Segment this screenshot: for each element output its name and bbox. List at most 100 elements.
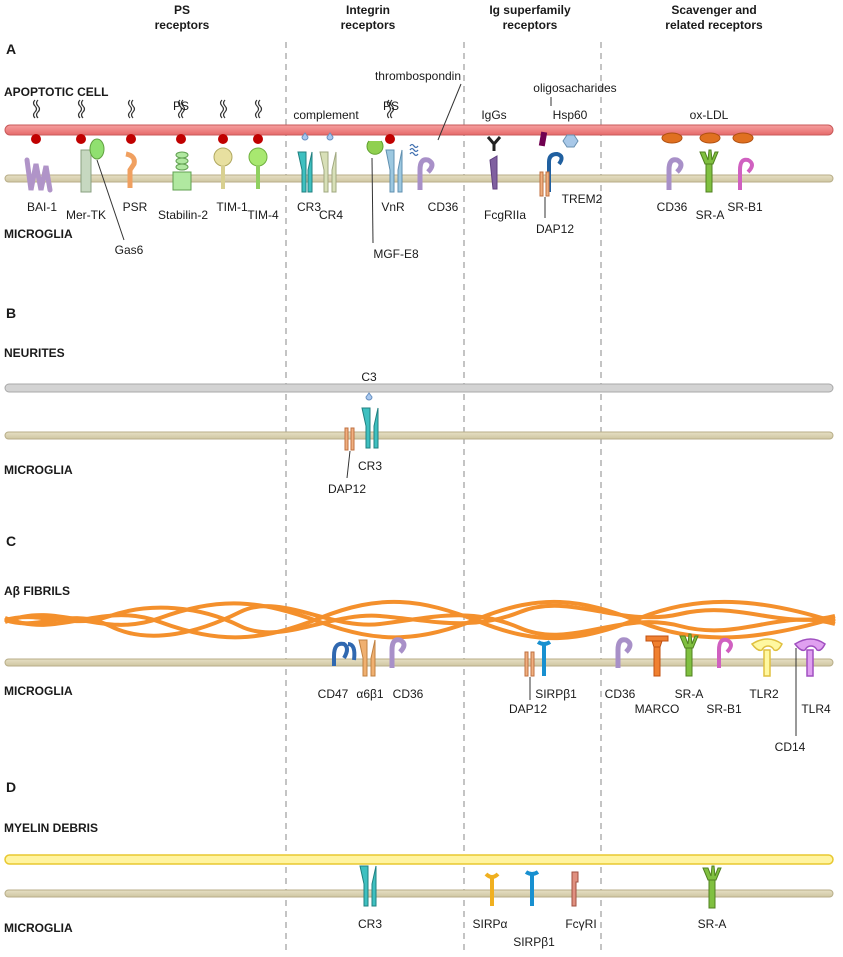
label-sra-a: SR-A	[696, 208, 725, 222]
label-tim4: TIM-4	[247, 208, 279, 222]
ox-ldl-shapes	[661, 132, 754, 144]
psr-receptor-shape	[125, 151, 137, 188]
sra-receptor-shape-d	[702, 865, 722, 909]
label-tlr4: TLR4	[801, 702, 831, 716]
label-ps-2: PS	[383, 99, 399, 113]
panel-a-cell-label: APOPTOTIC CELL	[4, 85, 108, 99]
marco-receptor-shape	[645, 635, 669, 677]
label-ps-1: PS	[173, 99, 189, 113]
srb1-receptor-shape-a	[738, 157, 754, 190]
label-sirpa: SIRPα	[473, 917, 508, 931]
label-cd36-scav-a: CD36	[657, 200, 688, 214]
cr3-receptor-shape-a	[297, 151, 313, 193]
label-cd36-c: CD36	[393, 687, 424, 701]
label-gas6: Gas6	[115, 243, 144, 257]
trem2-receptor-shape	[547, 151, 564, 192]
ps-ligands	[32, 99, 395, 119]
neurite-membrane	[4, 383, 834, 393]
tlr2-receptor-shape	[750, 638, 783, 677]
label-cr3-a: CR3	[297, 200, 321, 214]
column-headers: PS receptors Integrin receptors Ig super…	[155, 3, 763, 32]
label-srb1-c: SR-B1	[706, 702, 742, 716]
sirpa-receptor-shape	[484, 872, 500, 906]
c3-drop	[365, 392, 373, 401]
bai1-receptor-shape	[24, 157, 53, 193]
srb1-receptor-shape-c	[717, 637, 733, 668]
panel-c-letter: C	[6, 533, 16, 549]
label-stabilin2: Stabilin-2	[158, 208, 208, 222]
fcgri-receptor-shape	[571, 871, 579, 907]
mertk-receptor-shape	[80, 149, 92, 193]
panel-d-cell-label: MYELIN DEBRIS	[4, 821, 98, 835]
label-sra-d: SR-A	[698, 917, 727, 931]
label-trem2: TREM2	[562, 192, 603, 206]
panel-b: B NEURITES MICROGLIA C3 CR3 DAP12	[4, 305, 834, 496]
label-psr: PSR	[123, 200, 148, 214]
header-ps-line1: PS	[174, 3, 190, 17]
panel-d: D MYELIN DEBRIS MICROGLIA CR3 SIRPα SIRP…	[4, 779, 834, 949]
cd36-receptor-shape-c	[389, 637, 407, 668]
label-complement: complement	[293, 108, 359, 122]
label-cd47: CD47	[318, 687, 349, 701]
label-sirpb1-c: SIRPβ1	[535, 687, 577, 701]
fcgr-receptor-shape	[489, 155, 498, 190]
complement-drops	[301, 132, 334, 141]
panel-a-letter: A	[6, 41, 16, 57]
panel-b-cell-label: NEURITES	[4, 346, 65, 360]
ps-dots	[31, 134, 395, 144]
label-a6b1: α6β1	[356, 687, 384, 701]
panel-b-microglia-label: MICROGLIA	[4, 463, 73, 477]
sirpb1-receptor-shape-c	[536, 640, 552, 676]
label-mfge8: MGF-E8	[373, 247, 419, 261]
label-dap12-b: DAP12	[328, 482, 366, 496]
dap12-shape-c	[524, 651, 535, 677]
panel-a-microglia-label: MICROGLIA	[4, 227, 73, 241]
header-ig-line2: receptors	[503, 18, 558, 32]
label-tim1: TIM-1	[216, 200, 248, 214]
vnr-receptor-shape	[385, 149, 403, 193]
panel-c-cell-label: Aβ FIBRILS	[4, 584, 70, 598]
label-cd14: CD14	[775, 740, 806, 754]
header-ps-line2: receptors	[155, 18, 210, 32]
cr3-receptor-shape-b	[361, 407, 379, 449]
label-iggs: IgGs	[481, 108, 506, 122]
a6b1-receptor-shape	[358, 639, 376, 677]
label-tlr2: TLR2	[749, 687, 779, 701]
label-cd36-scav-c: CD36	[605, 687, 636, 701]
sra-receptor-shape-a	[699, 149, 719, 193]
iggs-shape	[486, 136, 502, 151]
label-ox-ldl: ox-LDL	[690, 108, 729, 122]
cd36-scavenger-shape-c	[615, 637, 633, 668]
label-c3: C3	[361, 370, 377, 384]
abeta-fibril	[4, 599, 836, 641]
tim4-receptor-shape	[248, 147, 268, 189]
cr3-receptor-shape-d	[359, 865, 377, 907]
panel-a: A APOPTOTIC CELL MICROGLIA	[4, 41, 834, 261]
panel-c: C Aβ FIBRILS MICROGLIA CD47 α6β1 CD36 DA…	[4, 533, 836, 754]
dap12-shape-a	[539, 171, 550, 197]
apoptotic-membrane	[4, 124, 834, 136]
label-vnr: VnR	[381, 200, 405, 214]
label-cr4: CR4	[319, 208, 343, 222]
microglia-membrane-c	[4, 658, 834, 667]
label-cd36-a: CD36	[428, 200, 459, 214]
oligosaccharide-shape	[538, 131, 548, 147]
cd47-receptor-shape	[332, 641, 357, 666]
header-integrin-line1: Integrin	[346, 3, 390, 17]
cd36-scavenger-shape-a	[666, 157, 684, 190]
panel-d-letter: D	[6, 779, 16, 795]
stabilin2-receptor-shape	[172, 151, 192, 191]
label-fcgr: FcgRIIa	[484, 208, 526, 222]
dap12-shape-b	[344, 427, 355, 451]
panel-b-letter: B	[6, 305, 16, 321]
label-cr3-d: CR3	[358, 917, 382, 931]
sra-receptor-shape-c	[679, 633, 699, 677]
header-scavenger-line1: Scavenger and	[671, 3, 756, 17]
label-marco: MARCO	[635, 702, 680, 716]
microglia-membrane-d	[4, 889, 834, 898]
header-scavenger-line2: related receptors	[665, 18, 763, 32]
label-mertk: Mer-TK	[66, 208, 106, 222]
label-sra-c: SR-A	[675, 687, 704, 701]
panel-c-microglia-label: MICROGLIA	[4, 684, 73, 698]
cd36-receptor-shape-a	[417, 157, 435, 190]
